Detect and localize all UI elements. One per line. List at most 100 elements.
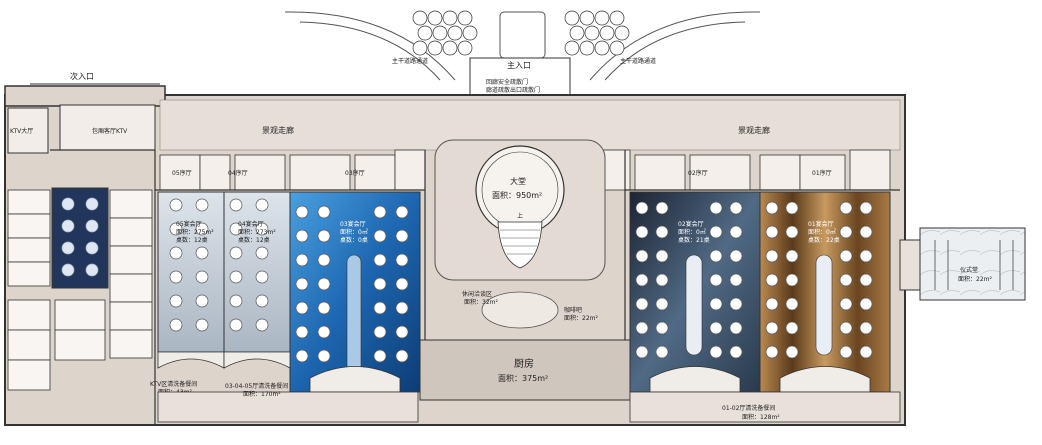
- hall-03-table: [295, 229, 309, 243]
- hall-03-runway: [346, 254, 362, 381]
- east-backroom: [629, 391, 901, 423]
- hall-04-table: [255, 222, 269, 236]
- hall-01-table: [785, 297, 799, 311]
- tree-icon: [609, 10, 625, 26]
- banquet-tables: [169, 198, 873, 363]
- hall-02-table: [635, 273, 649, 287]
- hall-04-name: 04宴会厅: [238, 220, 264, 228]
- hall-01-table: [839, 297, 853, 311]
- ktv-backroom-label: KTV区清洗备餐间: [150, 380, 197, 388]
- lounge-label: 休闲洽谈区: [462, 290, 492, 298]
- foyer-02: 02序厅: [688, 169, 708, 177]
- tree-icon: [457, 10, 473, 26]
- entrance-plaza: [469, 57, 571, 99]
- hall-03-table: [373, 349, 387, 363]
- hall-03-table: [295, 325, 309, 339]
- hall-03-table: [295, 205, 309, 219]
- hall-01-table: [765, 201, 779, 215]
- tree-icon: [579, 40, 595, 56]
- hall-03-seats: 桌数：0桌: [340, 236, 368, 244]
- hall-03-table: [317, 253, 331, 267]
- hall-04-seats: 桌数：12桌: [238, 236, 270, 244]
- interior-walls: [50, 149, 900, 425]
- ktv-seat: [61, 241, 75, 255]
- hall-05-table: [169, 246, 183, 260]
- tree-icon: [609, 40, 625, 56]
- hall-01-table: [765, 249, 779, 263]
- hall-03-table: [373, 277, 387, 291]
- hall-02-table: [655, 297, 669, 311]
- west-backroom: [157, 391, 419, 423]
- lobby-name: 大堂: [510, 176, 526, 186]
- hall-03-table: [295, 253, 309, 267]
- foyer-03: 03序厅: [345, 169, 365, 177]
- lobby-stair: [497, 221, 543, 269]
- tree-icon: [564, 40, 580, 56]
- hall-02-table: [709, 249, 723, 263]
- ktv-lounge: [51, 187, 109, 289]
- bar-label: 咖啡吧: [564, 306, 582, 314]
- hall-01-table: [859, 345, 873, 359]
- hall-05-table: [169, 318, 183, 332]
- hall-05-table: [169, 294, 183, 308]
- tree-icon: [564, 10, 580, 26]
- hall-03-table: [373, 301, 387, 315]
- gate-note-2: 廊道疏散出口疏散门: [486, 86, 540, 94]
- hall-03-table: [395, 301, 409, 315]
- foyer-05: 05序厅: [172, 169, 192, 177]
- hall-02-table: [729, 321, 743, 335]
- hall-05-table: [195, 270, 209, 284]
- hall-02-table: [635, 225, 649, 239]
- hall-04-table: [229, 318, 243, 332]
- hall-04-table: [229, 270, 243, 284]
- hall-01-table: [765, 273, 779, 287]
- hall-02-table: [709, 321, 723, 335]
- hall-03-table: [295, 301, 309, 315]
- tree-icon: [462, 25, 478, 41]
- hall-01-table: [765, 321, 779, 335]
- hall-04-table: [229, 222, 243, 236]
- hall-04-table: [255, 318, 269, 332]
- hall-04-table: [255, 246, 269, 260]
- hall-02-seats: 桌数：21桌: [678, 236, 710, 244]
- hall-03-table: [395, 205, 409, 219]
- hall-01-table: [765, 297, 779, 311]
- pavilion: [919, 227, 1026, 301]
- tree-cluster-right: [564, 10, 630, 56]
- secondary-entrance-label: 次入口: [70, 71, 94, 81]
- hall-01-table: [785, 249, 799, 263]
- tree-cluster-left: [412, 10, 478, 56]
- hall-01-table: [839, 321, 853, 335]
- tree-icon: [427, 40, 443, 56]
- hall-03-table: [395, 325, 409, 339]
- tree-icon: [412, 10, 428, 26]
- tree-icon: [457, 40, 473, 56]
- hall-02-table: [729, 273, 743, 287]
- hall-02-area: 面积：0㎡: [678, 228, 706, 236]
- tree-icon: [584, 25, 600, 41]
- corridor-label-west: 景观走廊: [262, 125, 294, 135]
- hall-02-table: [709, 297, 723, 311]
- stages: [157, 351, 871, 393]
- hall-02-table: [635, 321, 649, 335]
- lobby-rotunda: [475, 145, 565, 235]
- hall-01-table: [859, 273, 873, 287]
- hall-03-table: [373, 253, 387, 267]
- hall-02-table: [709, 273, 723, 287]
- ktv-seat: [85, 241, 99, 255]
- hall-02-table: [709, 201, 723, 215]
- hall-04-table: [229, 198, 243, 212]
- lobby-stair-label: 上: [517, 212, 523, 220]
- ktv-seat: [61, 219, 75, 233]
- hall-04-table: [255, 198, 269, 212]
- ktv-seat: [85, 219, 99, 233]
- hall-02-runway: [685, 254, 703, 356]
- tree-icon: [412, 40, 428, 56]
- west-backroom-area: 面积：170m²: [243, 390, 281, 398]
- hall-01-table: [859, 249, 873, 263]
- hall-01-table: [839, 225, 853, 239]
- hall-01-name: 01宴会厅: [808, 220, 834, 228]
- hall-04-area: 面积：273m²: [238, 228, 276, 236]
- hall-01-table: [839, 345, 853, 359]
- hall-05-table: [169, 270, 183, 284]
